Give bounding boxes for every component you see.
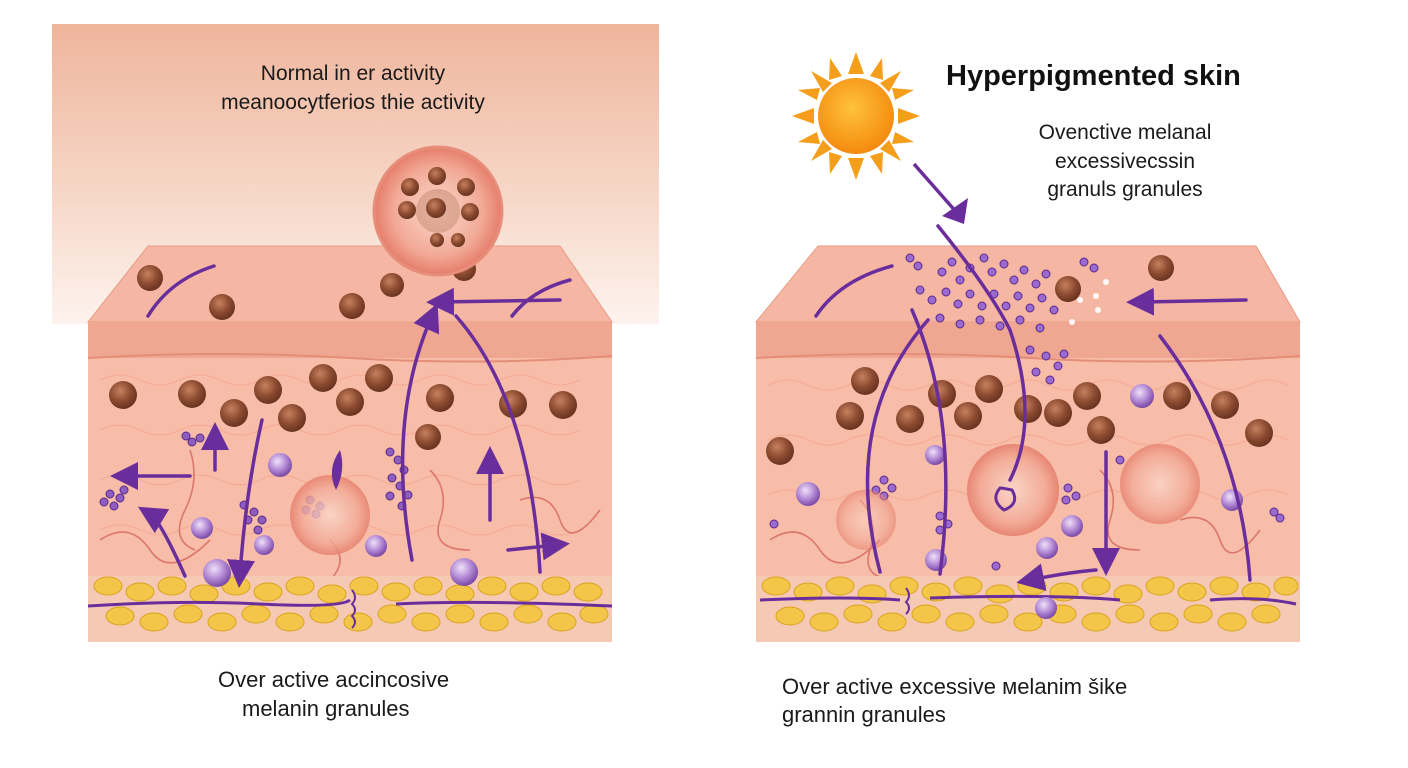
- right-panel-title: Hyperpigmented skin: [946, 60, 1241, 92]
- left-footer-line2: melanin granules: [242, 696, 410, 721]
- sun-icon: [792, 52, 920, 180]
- right-caption-line1: Ovenctive melanal: [1038, 121, 1212, 144]
- left-footer-line1: Over active accincosive: [218, 667, 450, 692]
- uv-ray-arrowhead: [942, 198, 968, 224]
- uv-ray-arrow: [912, 162, 960, 216]
- right-footer-line2: grannin granules: [782, 702, 946, 727]
- right-skin-block: [754, 224, 1301, 642]
- left-caption-line1: Normal in er activity: [260, 62, 446, 85]
- right-caption-line2: excessivecssin: [1054, 150, 1196, 173]
- right-footer-line1: Over active excessive мelanim šike: [782, 674, 1128, 699]
- left-skin-block: [86, 145, 613, 642]
- left-caption-line2: meanoocytferios thie activity: [221, 91, 485, 114]
- left-magnified-cell: [372, 145, 504, 277]
- right-caption-line3: granuls granules: [1047, 178, 1203, 201]
